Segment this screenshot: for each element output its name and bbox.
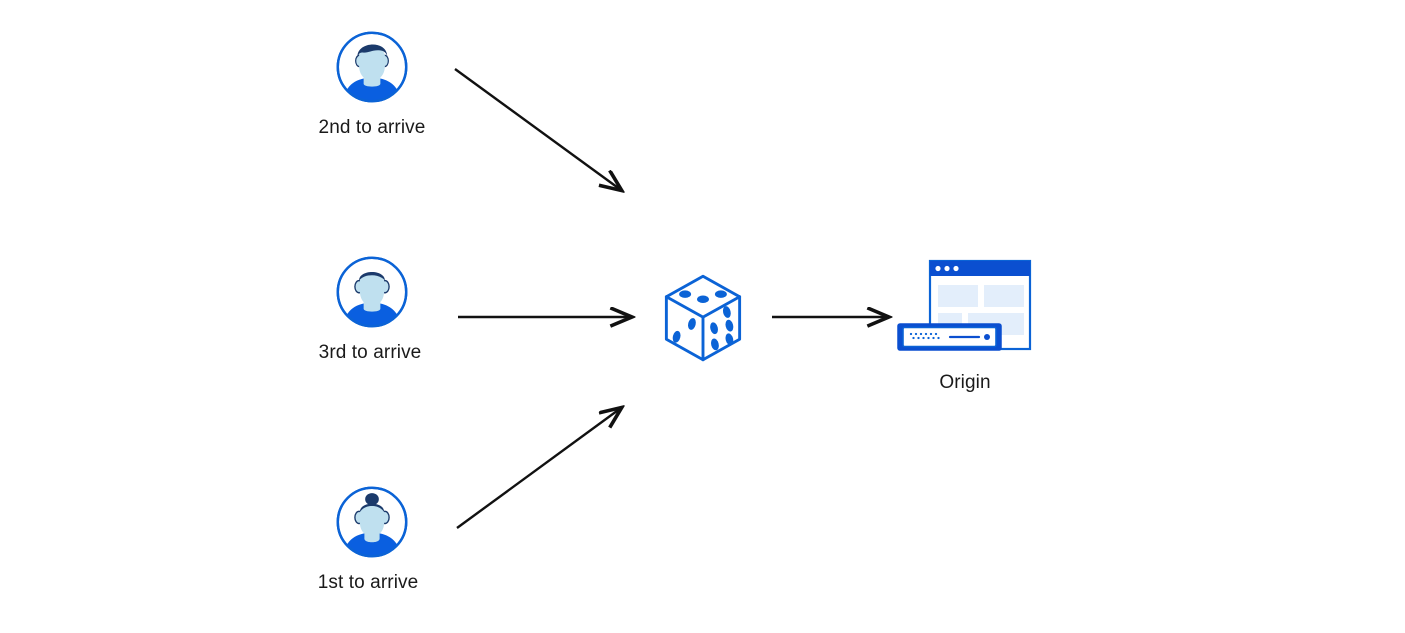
client-label-bottom: 1st to arrive [317,572,419,593]
client-label-top: 2nd to arrive [318,117,426,138]
browser-window-server-icon [897,259,1032,351]
client-node-bottom[interactable]: 1st to arrive [318,484,418,593]
browser-dot-1 [935,265,941,272]
server-status-led [984,334,990,340]
browser-dot-3 [953,265,959,272]
dice-left-pips [672,318,696,343]
server-device [897,323,1002,351]
dice-top-pips [679,290,727,304]
user-avatar-icon [336,486,408,558]
origin-node[interactable]: Origin [895,258,1035,393]
dice-node[interactable] [660,272,746,369]
arrow-bottom-to-dice [456,408,621,529]
arrow-top-to-dice [454,68,621,190]
client-node-middle[interactable]: 3rd to arrive [319,254,421,363]
dice-icon [664,274,742,362]
user-avatar-icon [336,31,408,103]
client-node-top[interactable]: 2nd to arrive [319,29,425,138]
origin-label: Origin [939,372,991,393]
user-avatar-icon [336,256,408,328]
dice-right-pips [710,306,734,351]
browser-dot-2 [944,265,950,272]
server-vent-dots [909,332,940,340]
client-label-middle: 3rd to arrive [318,342,422,363]
